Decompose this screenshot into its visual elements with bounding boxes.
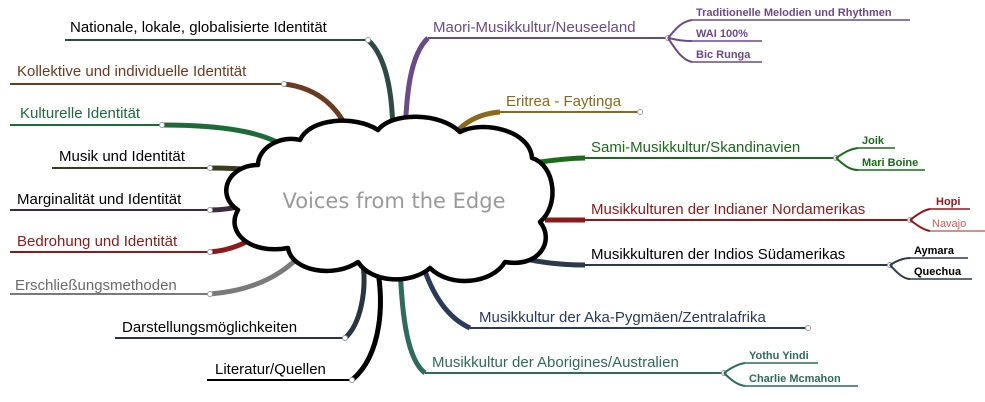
topic-suedamerika[interactable]: Musikkulturen der Indios Südamerikas	[591, 246, 845, 263]
topic-bedrohung[interactable]: Bedrohung und Identität	[17, 233, 178, 250]
topic-zentralafrika[interactable]: Musikkultur der Aka-Pygmäen/Zentralafrik…	[479, 309, 766, 326]
branch-sami	[539, 155, 586, 165]
topic-sami[interactable]: Sami-Musikkultur/Skandinavien	[591, 139, 800, 156]
node-eritrea	[637, 109, 643, 115]
sub-branch-australien-1	[723, 362, 746, 374]
topic-kollektive[interactable]: Kollektive und individuelle Identität	[17, 63, 247, 80]
sub-branch-maori-1	[667, 19, 693, 39]
topic-maori[interactable]: Maori-Musikkultur/Neuseeland	[433, 19, 636, 36]
sub-maori-2[interactable]: WAI 100%	[696, 28, 748, 40]
sub-branch-nordamerika-1	[909, 208, 931, 221]
topic-erschliessung[interactable]: Erschließungsmethoden	[15, 277, 177, 294]
node-musik	[207, 165, 213, 171]
node-literatur	[349, 377, 355, 383]
node-kollektive	[281, 81, 287, 87]
sub-maori-1[interactable]: Traditionelle Melodien und Rhythmen	[696, 7, 892, 19]
cloud-shape	[224, 114, 555, 284]
node-darstellung	[342, 335, 348, 341]
node-nationale	[365, 37, 371, 43]
sub-branch-sami-1	[835, 147, 859, 159]
topic-darstellung[interactable]: Darstellungsmöglichkeiten	[122, 319, 297, 336]
sub-branch-australien-2	[723, 372, 746, 387]
sub-sami-2[interactable]: Mari Boine	[862, 157, 918, 169]
sub-branch-maori-2	[667, 37, 693, 42]
node-erschliessung	[207, 291, 213, 297]
topic-marginalitaet[interactable]: Marginalität und Identität	[17, 191, 182, 208]
sub-australien-2[interactable]: Charlie Mcmahon	[749, 373, 841, 385]
node-marginalitaet	[207, 207, 213, 213]
topic-musik[interactable]: Musik und Identität	[59, 148, 186, 165]
sub-branch-maori-3	[667, 37, 693, 63]
topic-kulturelle[interactable]: Kulturelle Identität	[20, 105, 141, 122]
topic-nordamerika[interactable]: Musikkulturen der Indianer Nordamerikas	[591, 201, 865, 218]
sub-sami-1[interactable]: Joik	[862, 135, 885, 147]
sub-suedamerika-2[interactable]: Quechua	[914, 266, 962, 278]
central-cloud[interactable]: Voices from the Edge	[224, 114, 555, 284]
sub-nordamerika-1[interactable]: Hopi	[936, 196, 960, 208]
sub-branch-suedamerika-1	[889, 257, 911, 266]
node-kulturelle	[159, 122, 165, 128]
central-title: Voices from the Edge	[282, 189, 505, 213]
topic-nationale[interactable]: Nationale, lokale, globalisierte Identit…	[70, 19, 328, 36]
sub-maori-3[interactable]: Bic Runga	[696, 49, 751, 61]
sub-australien-1[interactable]: Yothu Yindi	[749, 350, 809, 362]
node-bedrohung	[207, 249, 213, 255]
sub-branch-sami-2	[835, 157, 859, 171]
topic-eritrea[interactable]: Eritrea - Faytinga	[506, 93, 622, 110]
branch-darstellung	[343, 257, 367, 340]
sub-nordamerika-2[interactable]: Navajo	[932, 218, 966, 230]
sub-branch-nordamerika-2	[909, 219, 931, 232]
node-zentralafrika	[805, 325, 811, 331]
topic-literatur[interactable]: Literatur/Quellen	[215, 361, 326, 378]
sub-suedamerika-1[interactable]: Aymara	[914, 245, 955, 257]
sub-branch-suedamerika-2	[889, 264, 911, 280]
topic-australien[interactable]: Musikkultur der Aborigines/Australien	[432, 354, 679, 371]
